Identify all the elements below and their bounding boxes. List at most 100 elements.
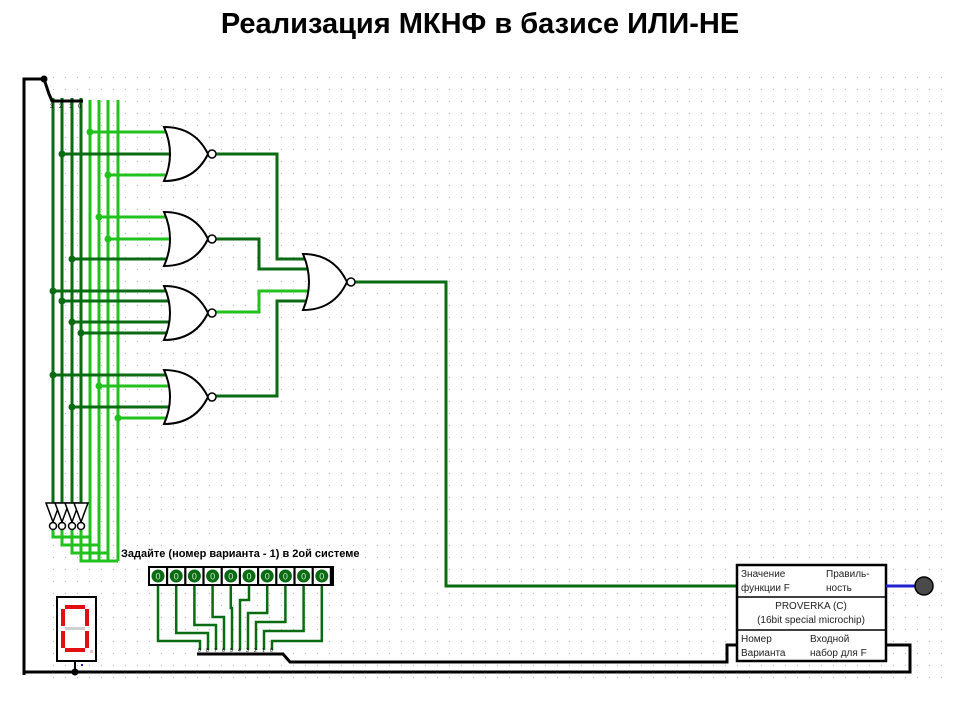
gate1-output-wire — [216, 152, 308, 261]
nor-gate-body — [301, 252, 349, 312]
junction-dot — [58, 150, 66, 158]
switch-value: 0 — [210, 572, 215, 582]
gate2-output-wire — [216, 237, 310, 271]
display-bus-junction — [71, 668, 79, 676]
switch-value: 0 — [265, 572, 270, 582]
segment-d — [65, 648, 85, 652]
inverter-bubble — [67, 521, 77, 531]
bottom-bus-pin-label: 2 — [254, 648, 257, 654]
inverter-output-wire-1 — [60, 530, 99, 547]
segment-g — [65, 627, 85, 630]
toggle-switch-0[interactable]: 0 — [150, 568, 166, 584]
switch-output-wire-4 — [229, 586, 234, 650]
gate3-output-wire — [216, 289, 310, 314]
inverter-body — [53, 502, 71, 525]
segment-e — [61, 631, 65, 648]
switch-output-wire-1 — [174, 586, 210, 650]
junction-dot — [49, 371, 57, 379]
switch-knob — [315, 569, 329, 583]
switch-value: 0 — [174, 572, 179, 582]
toggle-switch-6[interactable]: 0 — [259, 568, 276, 584]
nor-gate-2[interactable] — [162, 210, 217, 268]
bottom-bus-pin-label: 8 — [206, 648, 209, 654]
junction-dot — [77, 329, 85, 337]
chip-pin-label-function-value-2: функции F — [741, 582, 790, 594]
switch-output-wire-2 — [193, 586, 218, 650]
chip-pin-label-correctness-2: ность — [826, 583, 852, 594]
switch-knob — [224, 569, 238, 583]
nor-gate-body — [162, 125, 210, 183]
chip-pin-label-variant-2: Варианта — [741, 648, 786, 659]
switch-output-wire-9 — [270, 586, 324, 650]
top-bus-wire — [22, 77, 83, 675]
toggle-switch-3[interactable]: 0 — [204, 568, 221, 584]
toggle-switch-1[interactable]: 0 — [168, 568, 185, 584]
junction-dot — [114, 414, 122, 422]
checker-chip[interactable]: Значение функции F Правиль- ность PROVER… — [735, 563, 888, 663]
switch-output-wire-5 — [238, 586, 251, 650]
junction-dot — [68, 255, 76, 263]
junction-dot — [68, 403, 76, 411]
nor-gate-bubble — [207, 149, 217, 159]
inverter-output-wire-0 — [51, 530, 90, 539]
junction-dot — [104, 171, 112, 179]
junction-dot — [58, 297, 66, 305]
nor-gate-body — [162, 368, 210, 426]
switch-instruction-label: Задайте (номер варианта - 1) в 2ой систе… — [121, 548, 360, 560]
switch-value: 0 — [283, 572, 288, 582]
switch-output-wire-6 — [246, 586, 269, 650]
toggle-switch-2[interactable]: 0 — [186, 568, 203, 584]
seven-segment-display — [56, 596, 97, 666]
inverter-output-wire-3 — [79, 530, 118, 563]
bus-pin-label: 2 — [59, 104, 63, 110]
switch-value: 0 — [319, 572, 324, 582]
switch-knob — [169, 569, 183, 583]
nor-gate-body — [162, 284, 210, 342]
bus-pin-label: 3 — [50, 104, 54, 110]
bus-pin-label: 0 — [78, 104, 82, 110]
nor-gate-4[interactable] — [162, 368, 217, 426]
final-output-wire — [355, 280, 737, 588]
junction-dot — [95, 213, 103, 221]
switch-knob — [206, 569, 220, 583]
junction-dot — [104, 235, 112, 243]
wires-layer — [22, 75, 912, 676]
chip-pin-label-input-set-2: набор для F — [810, 647, 867, 659]
chip-name: PROVERKA (C) — [775, 601, 847, 612]
junction-dot — [95, 382, 103, 390]
switch-value: 0 — [192, 572, 197, 582]
bus-pin-label: 1 — [69, 104, 73, 110]
toggle-switch-7[interactable]: 0 — [277, 568, 294, 584]
switch-output-wire-3 — [211, 586, 226, 650]
input-set-feedback-wire — [24, 643, 912, 674]
toggle-switch-8[interactable]: 0 — [295, 568, 312, 584]
nor-gate-1[interactable] — [162, 125, 217, 183]
output-probe-led[interactable] — [914, 576, 934, 596]
bottom-bus-pin-label: 0 — [198, 648, 201, 654]
toggle-switch-4[interactable]: 0 — [222, 568, 239, 584]
toggle-switch-9[interactable]: 0 — [313, 568, 330, 584]
nor-gate-3[interactable] — [162, 284, 217, 342]
toggle-switch-5[interactable]: 0 — [241, 568, 257, 584]
chip-pin-label-function-value-1: Значение — [741, 569, 786, 580]
nor-gate-bubble — [207, 234, 217, 244]
switch-output-wire-7 — [254, 586, 287, 650]
switch-knob — [187, 569, 201, 583]
chip-subtitle: (16bit special microchip) — [757, 615, 865, 626]
switch-value: 0 — [155, 572, 160, 582]
nor-gate-body — [162, 210, 210, 268]
bottom-bus-pin-label: 4 — [238, 648, 241, 654]
chip-pin-label-input-set-1: Входной — [810, 634, 849, 645]
bottom-bus-pin-label: 6 — [222, 648, 225, 654]
chip-pin-label-variant-1: Номер — [741, 634, 772, 645]
switch-value: 0 — [301, 572, 306, 582]
bottom-bus-pin-label: 3 — [246, 648, 249, 654]
inverter-bubble — [57, 521, 67, 531]
inverter-output-wire-2 — [70, 530, 108, 555]
nor-gate-final[interactable] — [301, 252, 356, 312]
gates-layer — [162, 125, 356, 426]
junction-dot — [49, 287, 57, 295]
display-pin-dot — [81, 664, 83, 666]
